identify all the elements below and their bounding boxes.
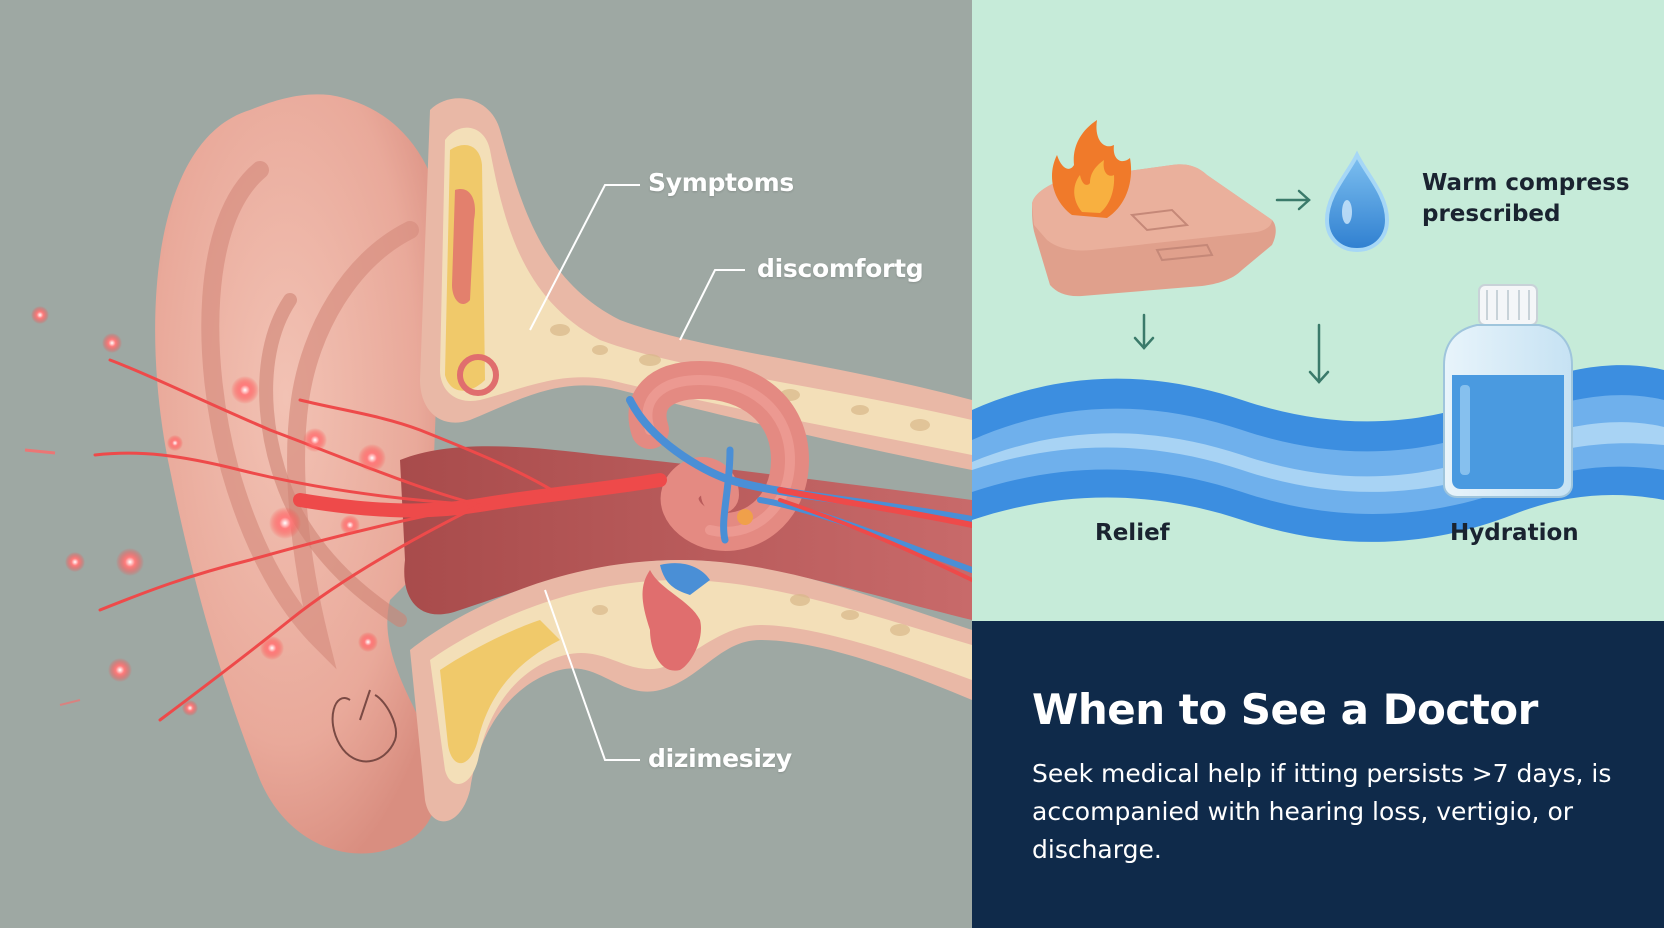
callout-discomfort: discomfortg xyxy=(757,254,924,283)
cochlea xyxy=(628,360,810,551)
upper-bone xyxy=(420,98,972,470)
flame-icon xyxy=(1052,120,1132,218)
ear-illustration xyxy=(24,94,972,854)
relief-label: Relief xyxy=(1095,520,1170,546)
doctor-body: Seek medical help if itting persists >7 … xyxy=(1032,759,1612,864)
doctor-title: When to See a Doctor xyxy=(1032,685,1538,734)
warm-compress-label: Warm compress prescribed xyxy=(1422,170,1630,227)
water-bottle-icon xyxy=(1443,284,1573,498)
lower-bone xyxy=(410,560,972,822)
right-arrow-icon xyxy=(1275,189,1311,211)
callout-symptoms: Symptoms xyxy=(648,168,794,197)
nerve-network xyxy=(93,358,972,722)
remedies-panel: Warm compress prescribed Relief Hydratio… xyxy=(972,0,1664,621)
water-drop-icon xyxy=(1324,150,1390,253)
ear-anatomy-panel: Symptoms discomfortg dizimesizy xyxy=(24,94,972,854)
hydration-label: Hydration xyxy=(1450,520,1579,546)
doctor-advice-panel: When to See a Doctor Seek medical help i… xyxy=(972,621,1664,928)
callout-lines xyxy=(529,184,745,761)
remedies-illustration xyxy=(972,120,1664,542)
pain-glow-points xyxy=(24,306,386,716)
down-arrow-icon xyxy=(1133,313,1330,384)
callout-dizziness: dizimesizy xyxy=(648,744,792,773)
